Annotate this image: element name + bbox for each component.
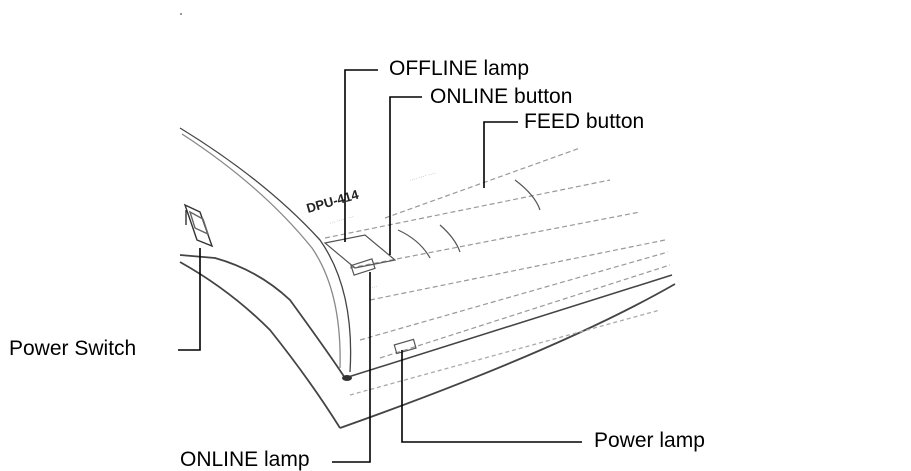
offline-lamp-label: OFFLINE lamp: [389, 57, 530, 80]
power-lamp-window: [393, 338, 417, 355]
power-lamp-label: Power lamp: [594, 429, 705, 452]
stray-dot: [180, 13, 182, 15]
panel-fine-print-4: ····: [369, 284, 378, 292]
offline-lamp-leader: [344, 69, 378, 242]
online-lamp-window: [350, 258, 376, 276]
button-divider-2: [439, 224, 461, 253]
panel-fine-print-3: ····: [499, 234, 508, 242]
panel-markings: DPU-414 ···· ···· ···· ··· ····· ··· ···…: [305, 171, 509, 292]
power-switch-graphic: [183, 203, 214, 248]
top-surface-lines: [324, 147, 671, 359]
online-lamp-label: ONLINE lamp: [180, 448, 310, 471]
feed-button-leader: [483, 121, 518, 188]
front-foot: [342, 375, 352, 381]
online-button-label: ONLINE button: [430, 85, 573, 108]
control-panel: [323, 179, 541, 355]
feed-button-label: FEED button: [524, 110, 645, 133]
printer-body: [179, 127, 676, 429]
panel-fine-print-2: ··· ····· ···: [329, 214, 355, 227]
online-lamp-leader: [332, 272, 371, 463]
feed-button-edge: [514, 179, 541, 211]
front-detail: [342, 375, 352, 381]
online-button-leader: [389, 96, 422, 255]
model-label: DPU-414: [305, 187, 361, 216]
power-switch-label: Power Switch: [9, 337, 137, 360]
leader-lines: [178, 69, 582, 463]
power-switch-leader: [178, 248, 201, 351]
panel-fine-print: ···· ···· ····: [409, 171, 437, 184]
power-lamp-leader: [401, 350, 582, 443]
button-divider: [397, 229, 431, 259]
online-button-shape: [323, 234, 397, 269]
